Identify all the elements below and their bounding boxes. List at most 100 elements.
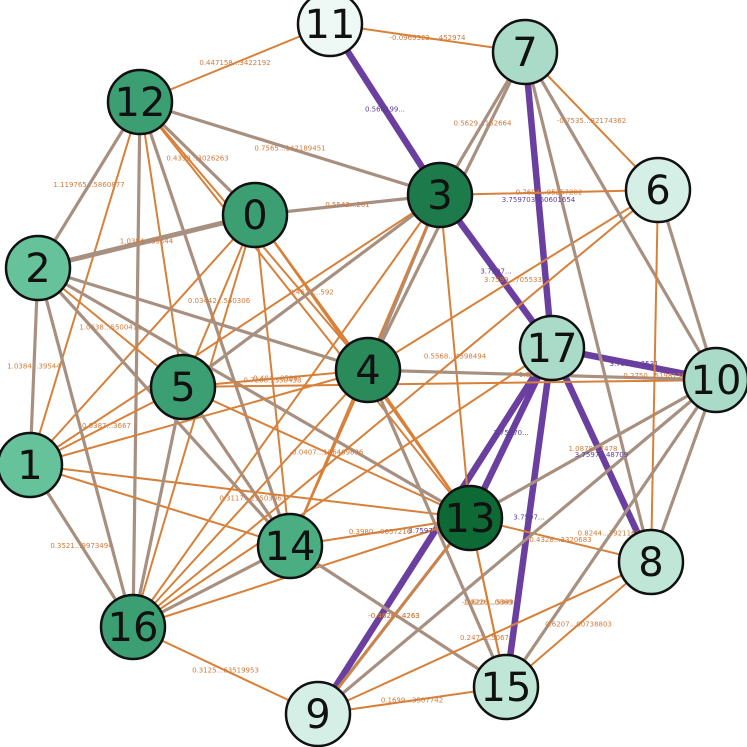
- edge-3-5: [181, 193, 442, 389]
- node-label: 1: [17, 443, 42, 489]
- node-circle[interactable]: [99, 593, 167, 661]
- edge-weight-label: 0.3125...63519953: [192, 667, 259, 675]
- edge-weight-label: 1.0638...5500411: [79, 324, 141, 332]
- node-8[interactable]: 8: [617, 528, 685, 596]
- edge-weight-label: 0.3521...9973494: [50, 542, 113, 550]
- node-circle[interactable]: [334, 336, 402, 404]
- edge-weight-label: 1.0384...39544: [120, 238, 174, 246]
- node-label: 4: [355, 348, 380, 394]
- edge-6-8: [650, 189, 659, 563]
- node-label: 5: [170, 365, 195, 411]
- node-circle[interactable]: [149, 353, 217, 421]
- edge-12-16: [131, 100, 142, 629]
- edge-weight-label: 3.7597...: [480, 268, 511, 276]
- edge-1-13: [29, 464, 471, 519]
- node-label: 7: [512, 30, 537, 76]
- node-circle[interactable]: [491, 18, 559, 86]
- edge-0-14: [254, 214, 291, 547]
- edge-10-9: [316, 378, 718, 716]
- edge-weight-label: 3.7597...3531: [610, 360, 659, 368]
- node-circle[interactable]: [4, 234, 72, 302]
- node-13[interactable]: 13: [436, 484, 504, 552]
- node-label: 9: [305, 692, 330, 738]
- node-circle[interactable]: [106, 68, 174, 136]
- node-5[interactable]: 5: [149, 353, 217, 421]
- edge-0-2: [35, 212, 258, 271]
- edge-label-layer: 0.560199...3.7597...3.7597039606016543.7…: [7, 34, 686, 705]
- edge-6-3: [439, 189, 659, 196]
- edge-weight-label: 1.0384...39544: [7, 363, 61, 371]
- node-10[interactable]: 10: [682, 346, 747, 414]
- node-circle[interactable]: [0, 431, 64, 499]
- edge-2-4: [36, 266, 370, 372]
- node-label: 2: [25, 246, 50, 292]
- edge-weight-label: 0.3980...0657216: [349, 528, 412, 536]
- node-label: 17: [527, 326, 578, 372]
- node-0[interactable]: 0: [221, 181, 289, 249]
- node-circle[interactable]: [296, 0, 364, 58]
- edge-7-17: [521, 48, 556, 352]
- node-circle[interactable]: [682, 346, 747, 414]
- edge-11-3: [326, 20, 444, 199]
- edge-weight-label: 0.5543...201: [325, 201, 370, 209]
- edge-weight-label: 3.7597...16432: [408, 527, 461, 535]
- edge-12-5: [139, 101, 184, 388]
- node-label: 12: [115, 80, 166, 126]
- node-14[interactable]: 14: [256, 512, 324, 580]
- node-circle[interactable]: [284, 680, 352, 747]
- edge-16-6: [132, 189, 659, 628]
- node-label: 15: [481, 665, 532, 711]
- node-7[interactable]: 7: [491, 18, 559, 86]
- edge-weight-label: -0.0969322....452974: [389, 34, 466, 42]
- node-12[interactable]: 12: [106, 68, 174, 136]
- edge-weight-label: 0.4677...592: [289, 289, 334, 297]
- edge-17-9: [314, 344, 556, 718]
- edge-weight-label: 0.447158...3422192: [199, 59, 270, 67]
- node-circle[interactable]: [472, 653, 540, 721]
- edge-17-8: [548, 344, 655, 566]
- node-label: 14: [265, 524, 316, 570]
- node-9[interactable]: 9: [284, 680, 352, 747]
- edge-0-16: [132, 214, 256, 628]
- node-17[interactable]: 17: [518, 314, 586, 382]
- edge-weight-label: 0.7268...350438: [244, 377, 302, 385]
- node-circle[interactable]: [518, 314, 586, 382]
- edge-13-10: [468, 378, 718, 520]
- node-16[interactable]: 16: [99, 593, 167, 661]
- edge-0-1: [29, 214, 256, 466]
- node-label: 10: [691, 358, 742, 404]
- edge-16-17: [132, 347, 553, 628]
- edge-weight-label: 0.5568...4598494: [424, 353, 487, 361]
- node-label: 6: [645, 168, 670, 214]
- node-1[interactable]: 1: [0, 431, 64, 499]
- node-6[interactable]: 6: [624, 156, 692, 224]
- edge-weight-label: -0.4626...4263: [368, 612, 420, 620]
- node-circle[interactable]: [624, 156, 692, 224]
- edge-11-12: [139, 23, 331, 103]
- edge-14-15: [288, 544, 508, 689]
- node-3[interactable]: 3: [406, 161, 474, 229]
- node-circle[interactable]: [256, 512, 324, 580]
- node-15[interactable]: 15: [472, 653, 540, 721]
- node-circle[interactable]: [221, 181, 289, 249]
- edge-weight-label: 0.6207...00738803: [545, 621, 612, 629]
- node-circle[interactable]: [406, 161, 474, 229]
- edge-weight-label: 0.6387...3667: [82, 422, 131, 430]
- edge-12-3: [138, 100, 442, 197]
- edge-weight-label: 3.7597...: [513, 514, 544, 522]
- node-circle[interactable]: [436, 484, 504, 552]
- edge-9-13: [317, 517, 471, 715]
- edge-weight-label: 3.75970...: [493, 429, 529, 437]
- edge-weight-label: 0.7565...142189451: [254, 145, 325, 153]
- edge-weight-label: 0.1699...3507742: [381, 697, 443, 705]
- edge-7-8: [523, 50, 653, 564]
- edge-7-10: [523, 50, 718, 382]
- edge-weight-label: -0.4626...4263: [368, 612, 420, 620]
- node-11[interactable]: 11: [296, 0, 364, 58]
- edge-weight-label: 3.759703960601654: [502, 196, 576, 204]
- edge-weight-label: 0.404...0508: [253, 375, 298, 383]
- node-4[interactable]: 4: [334, 336, 402, 404]
- node-2[interactable]: 2: [4, 234, 72, 302]
- node-circle[interactable]: [617, 528, 685, 596]
